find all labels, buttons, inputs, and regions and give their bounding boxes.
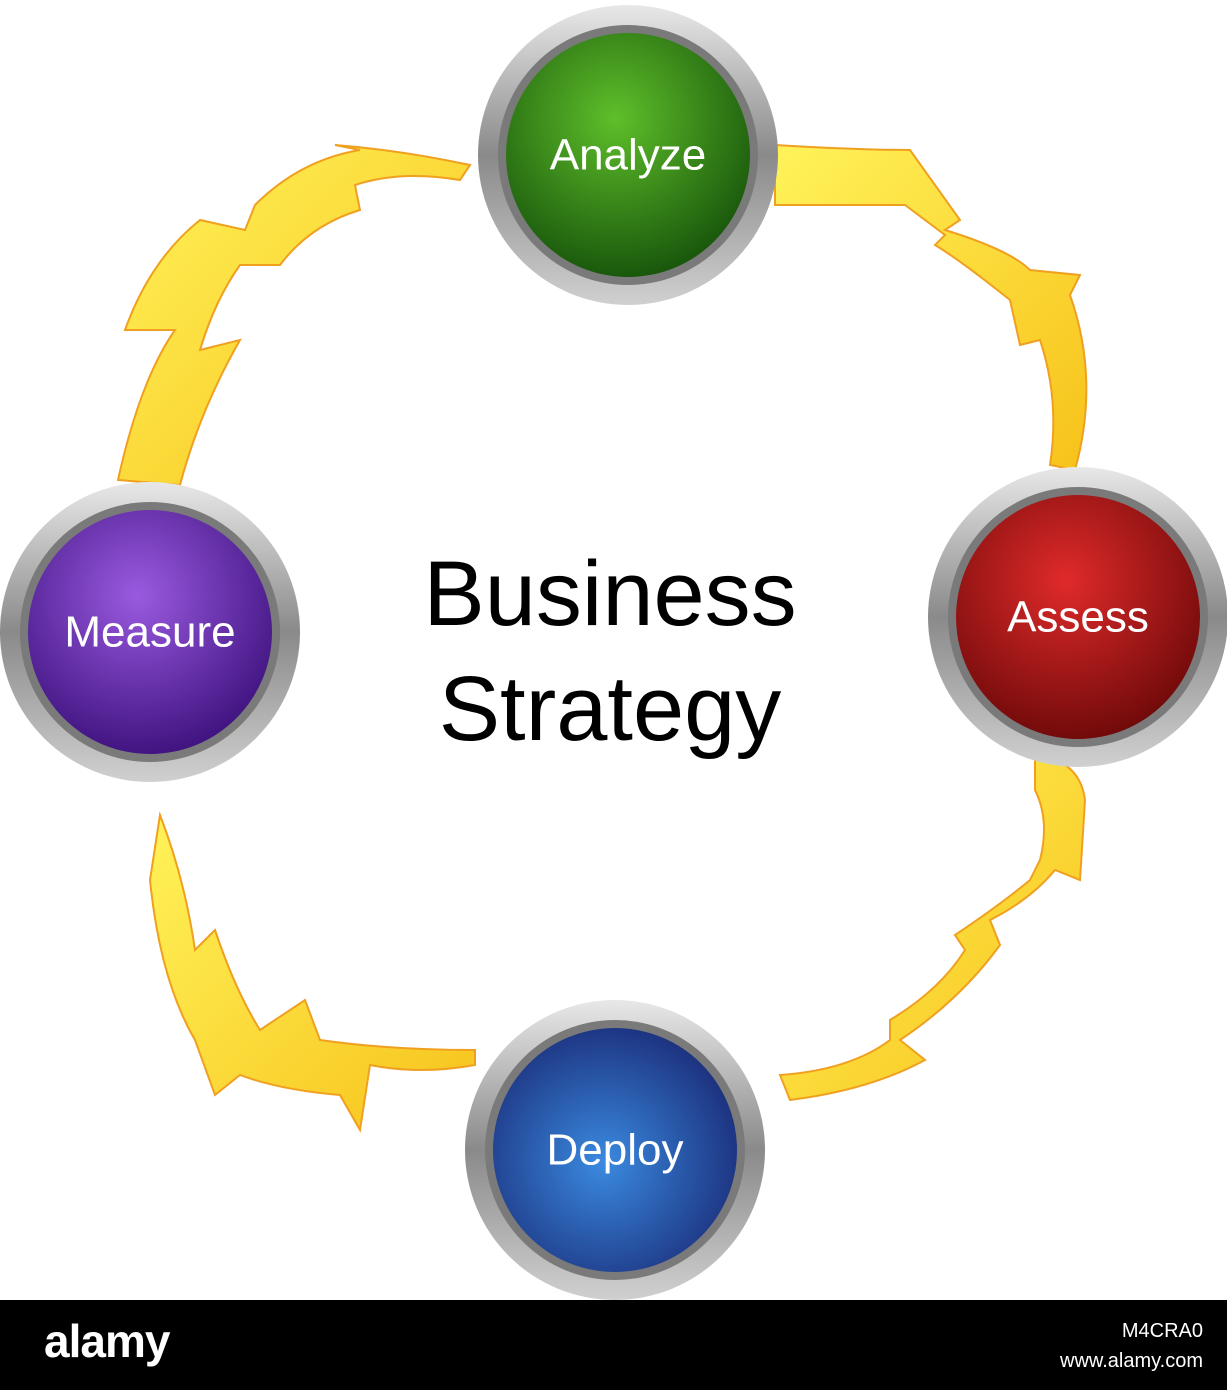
alamy-logo: alamy — [44, 1315, 170, 1367]
watermark-url: www.alamy.com — [1060, 1350, 1203, 1372]
node-measure: Measure — [0, 482, 300, 782]
diagram-title-line1: Business — [423, 543, 796, 645]
node-assess: Assess — [928, 467, 1227, 767]
node-analyze: Analyze — [478, 5, 778, 305]
image-id: M4CRA0 — [1121, 1320, 1203, 1342]
watermark-footer: alamy M4CRA0 www.alamy.com — [0, 1300, 1227, 1390]
diagram-title-line2: Strategy — [439, 658, 782, 760]
node-measure-label: Measure — [64, 608, 235, 657]
node-deploy-label: Deploy — [547, 1126, 684, 1175]
connector-deploy-to-measure — [148, 811, 476, 1133]
node-assess-label: Assess — [1007, 593, 1149, 642]
node-analyze-label: Analyze — [550, 131, 707, 180]
node-deploy: Deploy — [465, 1000, 765, 1300]
connector-analyze-to-assess — [774, 143, 1088, 472]
connector-assess-to-deploy — [778, 753, 1087, 1102]
business-strategy-diagram: Business Strategy Analyze Assess Deploy … — [0, 5, 1227, 1300]
connector-measure-to-analyze — [116, 144, 472, 487]
